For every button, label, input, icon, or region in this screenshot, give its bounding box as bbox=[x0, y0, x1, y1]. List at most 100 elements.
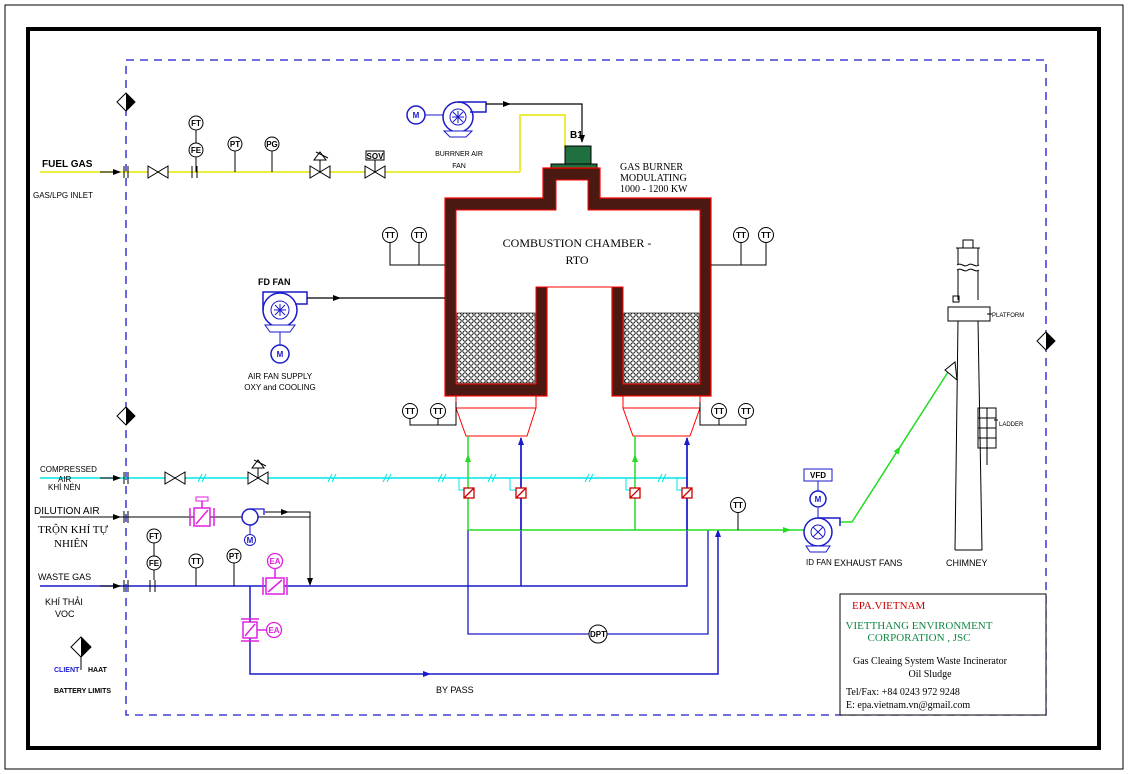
id-fan bbox=[803, 508, 841, 553]
tt-chamber-left: TT TT bbox=[382, 227, 445, 266]
by-pass-label: BY PASS bbox=[436, 685, 474, 695]
chimney bbox=[944, 239, 998, 551]
compressed-air-label-2: AIR bbox=[58, 475, 72, 484]
svg-text:TT: TT bbox=[385, 231, 395, 240]
compressed-air-regulator bbox=[247, 459, 269, 485]
battery-limits-label: BATTERY LIMITS bbox=[54, 688, 111, 695]
svg-text:VFD: VFD bbox=[810, 471, 826, 480]
gas-lpg-inlet-label: GAS/LPG INLET bbox=[33, 191, 93, 200]
combustion-chamber bbox=[444, 167, 712, 397]
title-email: E: epa.vietnam.vn@gmail.com bbox=[846, 700, 970, 711]
svg-text:FE: FE bbox=[191, 146, 202, 155]
burner-fan-motor: M bbox=[406, 105, 426, 125]
platform-label: PLATFORM bbox=[992, 313, 1024, 319]
vfd-box: VFD bbox=[803, 468, 833, 482]
compressed-air-line bbox=[40, 472, 687, 491]
waste-gas-line bbox=[40, 437, 721, 677]
svg-text:FE: FE bbox=[149, 559, 160, 568]
svg-text:EA: EA bbox=[268, 626, 279, 635]
khi-nen-label: KHÍ NÉN bbox=[48, 483, 81, 492]
dilution-air-damper bbox=[189, 496, 215, 527]
svg-text:TT: TT bbox=[414, 231, 424, 240]
pt-fuel-instrument: PT bbox=[227, 136, 243, 172]
tron-khi-label-1: TRỘN KHÍ TỰ bbox=[38, 524, 109, 536]
ceramic-media-bed-left bbox=[456, 312, 536, 384]
svg-text:M: M bbox=[815, 495, 822, 504]
exhaust-gas-line bbox=[465, 371, 949, 533]
tt-hopper-left: TT TT bbox=[402, 402, 457, 426]
khi-thai-label-2: VOC bbox=[55, 609, 75, 619]
svg-text:FT: FT bbox=[191, 119, 201, 128]
sov-valve: SOV bbox=[364, 150, 386, 179]
fe-waste-instrument: FE bbox=[146, 555, 162, 580]
gas-burner-label-1: GAS BURNER bbox=[620, 162, 683, 173]
fuel-gate-valve bbox=[147, 165, 169, 179]
svg-text:SOV: SOV bbox=[367, 152, 385, 161]
compressed-air-label-1: COMPRESSED bbox=[40, 465, 97, 474]
ft-fuel-instrument: FT bbox=[188, 115, 204, 131]
svg-text:TT: TT bbox=[714, 407, 724, 416]
dilution-air-fan: M bbox=[241, 508, 265, 546]
fd-fan bbox=[262, 291, 308, 345]
id-fan-label: ID FAN bbox=[806, 558, 832, 567]
waste-gas-damper: EA bbox=[262, 552, 288, 595]
svg-text:PT: PT bbox=[230, 140, 240, 149]
ft-waste-instrument: FT bbox=[146, 528, 162, 558]
fuel-regulator-valve bbox=[309, 151, 331, 179]
dilution-air-label: DILUTION AIR bbox=[34, 506, 100, 517]
battery-limit-marker-mid bbox=[116, 406, 136, 426]
title-block bbox=[839, 593, 1047, 716]
title-company-2: CORPORATION , JSC bbox=[868, 632, 971, 644]
khi-thai-label-1: KHÍ THẢI bbox=[45, 596, 83, 607]
chimney-label: CHIMNEY bbox=[946, 558, 988, 568]
tron-khi-label-2: NHIÊN bbox=[54, 538, 88, 550]
ceramic-media-bed-right bbox=[623, 312, 700, 384]
gas-burner-label-3: 1000 - 1200 KW bbox=[620, 184, 688, 195]
gas-burner-label-2: MODULATING bbox=[620, 173, 687, 184]
inner-frame bbox=[26, 27, 1101, 750]
fuel-gas-label: FUEL GAS bbox=[42, 159, 93, 170]
svg-text:TT: TT bbox=[761, 231, 771, 240]
battery-limit-marker-right bbox=[1036, 331, 1056, 351]
pt-waste-instrument: PT bbox=[226, 548, 242, 586]
svg-text:TT: TT bbox=[191, 557, 201, 566]
fd-fan-label: FD FAN bbox=[258, 277, 291, 287]
pg-fuel-instrument: PG bbox=[264, 136, 280, 172]
haat-label: HAAT bbox=[88, 667, 108, 674]
burner-air-fan-label-2: FAN bbox=[452, 163, 466, 170]
svg-text:FT: FT bbox=[149, 532, 159, 541]
poppet-valves bbox=[463, 487, 693, 499]
title-project-2: Oil Sludge bbox=[908, 669, 952, 680]
svg-text:TT: TT bbox=[736, 231, 746, 240]
svg-text:TT: TT bbox=[741, 407, 751, 416]
svg-text:M: M bbox=[413, 111, 420, 120]
svg-text:M: M bbox=[247, 536, 254, 545]
chamber-label-1: COMBUSTION CHAMBER - bbox=[503, 236, 652, 250]
dpt-instrument: DPT bbox=[588, 624, 608, 644]
fuel-gas-line bbox=[40, 114, 566, 178]
hopper-right bbox=[622, 395, 701, 437]
ladder-label: LADDER bbox=[999, 422, 1024, 428]
burner-air-duct bbox=[486, 103, 585, 143]
battery-limit-marker-top bbox=[116, 92, 136, 112]
svg-text:DPT: DPT bbox=[590, 630, 606, 639]
outer-frame bbox=[4, 4, 1124, 770]
exhaust-fans-label: EXHAUST FANS bbox=[834, 558, 902, 568]
burner-air-fan bbox=[425, 101, 487, 138]
air-fan-supply-label-2: OXY and COOLING bbox=[244, 383, 315, 392]
svg-text:EA: EA bbox=[269, 557, 280, 566]
air-fan-supply-label-1: AIR FAN SUPPLY bbox=[248, 372, 313, 381]
title-project-1: Gas Cleaing System Waste Incinerator bbox=[853, 656, 1008, 667]
battery-limit-boundary bbox=[125, 59, 1047, 716]
svg-text:TT: TT bbox=[405, 407, 415, 416]
client-label: CLIENT bbox=[54, 667, 80, 674]
tt-hopper-right: TT TT bbox=[699, 402, 754, 426]
chamber-label-2: RTO bbox=[565, 253, 588, 267]
burner-air-fan-label-1: BURRNER AIR bbox=[435, 151, 483, 158]
svg-text:TT: TT bbox=[433, 407, 443, 416]
title-company-short: EPA.VIETNAM bbox=[852, 600, 925, 612]
hopper-left bbox=[455, 395, 537, 437]
fd-fan-motor: M bbox=[270, 344, 290, 364]
svg-text:PG: PG bbox=[266, 140, 278, 149]
